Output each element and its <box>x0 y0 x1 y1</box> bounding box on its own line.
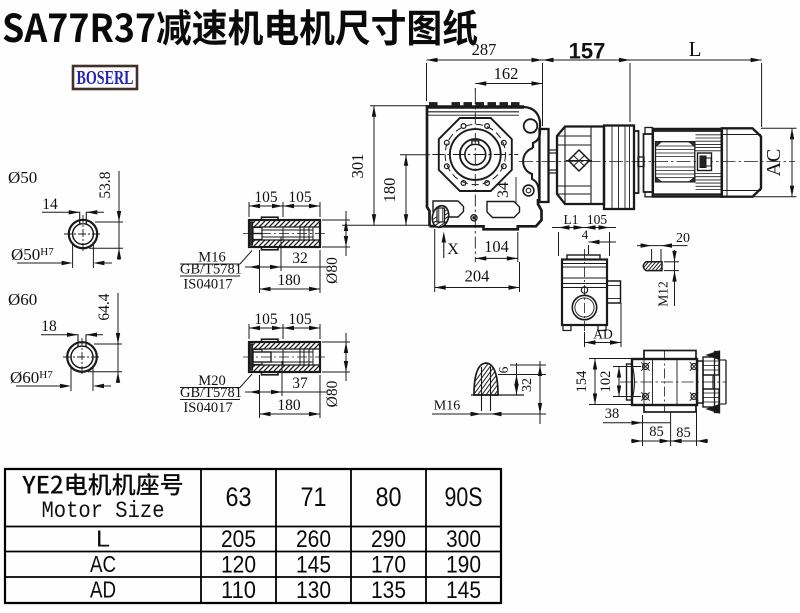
svg-text:Motor Size: Motor Size <box>42 498 165 524</box>
svg-text:M12: M12 <box>656 281 671 307</box>
svg-text:AC: AC <box>763 149 785 177</box>
svg-text:Ø60: Ø60 <box>8 290 37 309</box>
svg-text:204: 204 <box>465 267 490 286</box>
svg-text:71: 71 <box>301 482 327 512</box>
svg-text:IS04017: IS04017 <box>183 400 232 416</box>
svg-text:105: 105 <box>254 189 278 206</box>
svg-text:32: 32 <box>520 378 535 392</box>
svg-text:130: 130 <box>296 577 331 604</box>
svg-text:34: 34 <box>495 182 512 198</box>
svg-text:105: 105 <box>288 311 312 328</box>
svg-text:IS04017: IS04017 <box>183 277 232 293</box>
svg-text:180: 180 <box>277 397 301 414</box>
svg-text:Ø80: Ø80 <box>324 257 341 284</box>
svg-text:M16: M16 <box>198 250 225 266</box>
svg-text:AD: AD <box>593 327 613 342</box>
svg-text:37: 37 <box>292 375 308 392</box>
svg-text:X: X <box>447 241 459 258</box>
svg-text:80: 80 <box>376 482 402 512</box>
svg-text:M16: M16 <box>434 399 460 414</box>
svg-text:162: 162 <box>494 64 519 83</box>
svg-text:BOSERL: BOSERL <box>77 67 134 89</box>
svg-text:L: L <box>96 526 110 552</box>
svg-text:290: 290 <box>371 526 406 553</box>
svg-text:301: 301 <box>348 154 367 179</box>
svg-text:104: 104 <box>484 237 509 256</box>
svg-text:105: 105 <box>288 189 312 206</box>
svg-text:Ø60H7: Ø60H7 <box>10 368 53 387</box>
svg-text:M20: M20 <box>198 373 225 389</box>
svg-text:105: 105 <box>254 311 278 328</box>
svg-text:190: 190 <box>446 551 481 578</box>
svg-text:287: 287 <box>472 40 497 59</box>
svg-text:102: 102 <box>598 371 614 393</box>
svg-text:AD: AD <box>90 577 116 603</box>
svg-text:Ø50H7: Ø50H7 <box>11 245 54 264</box>
svg-text:Ø80: Ø80 <box>324 380 341 407</box>
svg-text:L1: L1 <box>564 212 579 227</box>
svg-text:GB/T5781: GB/T5781 <box>180 385 242 401</box>
svg-text:18: 18 <box>41 318 57 335</box>
svg-text:32: 32 <box>292 250 308 267</box>
svg-text:53.8: 53.8 <box>97 171 114 198</box>
svg-text:Ø50: Ø50 <box>8 168 37 187</box>
svg-text:105: 105 <box>587 212 608 227</box>
svg-text:4: 4 <box>582 227 589 242</box>
svg-text:63: 63 <box>226 482 252 512</box>
svg-text:180: 180 <box>380 178 399 203</box>
svg-text:300: 300 <box>446 526 481 553</box>
svg-text:85: 85 <box>676 425 691 441</box>
svg-text:90S: 90S <box>445 482 483 512</box>
svg-text:6: 6 <box>496 366 511 373</box>
svg-text:145: 145 <box>446 577 481 604</box>
svg-text:135: 135 <box>371 577 406 604</box>
svg-text:145: 145 <box>296 551 331 578</box>
svg-text:64.4: 64.4 <box>96 293 113 320</box>
svg-text:157: 157 <box>569 39 606 64</box>
svg-text:85: 85 <box>649 424 664 440</box>
svg-text:120: 120 <box>221 551 256 578</box>
svg-text:GB/T5781: GB/T5781 <box>180 262 242 278</box>
svg-text:205: 205 <box>221 526 256 553</box>
svg-text:20: 20 <box>676 231 690 246</box>
svg-text:14: 14 <box>42 196 58 213</box>
svg-text:AC: AC <box>90 551 116 577</box>
svg-text:L: L <box>689 37 702 61</box>
svg-text:154: 154 <box>574 370 590 393</box>
svg-text:260: 260 <box>296 526 331 553</box>
svg-text:180: 180 <box>277 272 301 289</box>
svg-text:110: 110 <box>221 577 256 604</box>
svg-text:38: 38 <box>605 406 620 422</box>
svg-text:170: 170 <box>371 551 406 578</box>
